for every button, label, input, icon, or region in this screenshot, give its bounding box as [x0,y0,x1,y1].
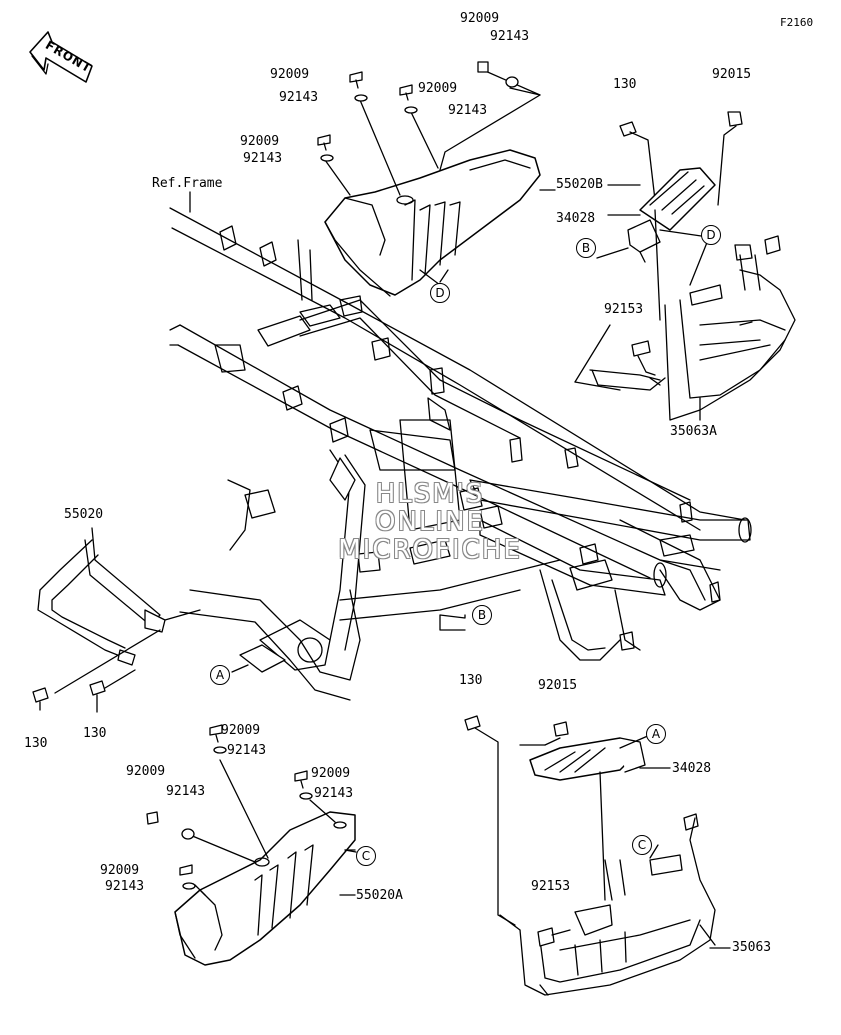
part-label-92143: 92143 [166,784,206,799]
part-label-35063: 35063 [732,940,772,955]
part-label-34028: 34028 [556,211,596,226]
part-label-55020B: 55020B [556,177,603,192]
part-label-92143: 92143 [105,879,145,894]
watermark: HLSM'S ONLINE MICROFICHE [315,480,545,564]
callout-b: B [576,238,596,258]
callout-d: D [701,225,721,245]
ref-frame-label: Ref.Frame [152,176,223,191]
callout-c: C [356,846,376,866]
footrest-assembly-upper [574,111,796,421]
hardware-top [317,61,519,162]
watermark-line-2: ONLINE [375,507,485,537]
part-label-130: 130 [613,77,637,92]
frame-bracket-a [239,644,286,673]
figure-code: F2160 [780,16,814,29]
part-label-92015: 92015 [538,678,578,693]
part-label-130: 130 [83,726,107,741]
part-label-92153: 92153 [531,879,571,894]
part-label-92009: 92009 [418,81,458,96]
part-label-130: 130 [24,736,48,751]
part-label-34028: 34028 [672,761,712,776]
part-label-92153: 92153 [604,302,644,317]
part-label-92143: 92143 [279,90,319,105]
skid-plate-55020B [324,149,541,297]
part-label-92143: 92143 [227,743,267,758]
part-label-55020: 55020 [64,507,104,522]
part-label-92009: 92009 [311,766,351,781]
part-label-55020A: 55020A [356,888,403,903]
callout-b: B [472,605,492,625]
part-label-35063A: 35063A [670,424,717,439]
callout-c: C [632,835,652,855]
part-label-92009: 92009 [270,67,310,82]
part-label-92015: 92015 [712,67,752,82]
callout-d: D [430,283,450,303]
part-label-92009: 92009 [100,863,140,878]
part-label-92009: 92009 [126,764,166,779]
part-label-92143: 92143 [314,786,354,801]
callout-a: A [210,665,230,685]
footrest-assembly-lower [464,715,716,996]
hardware-bottom [146,724,313,890]
leaders-55020A [189,759,357,896]
part-label-92143: 92143 [448,103,488,118]
watermark-line-1: HLSM'S [375,479,485,509]
part-label-130: 130 [459,673,483,688]
front-guard-55020 [32,527,201,713]
part-label-92009: 92009 [460,11,500,26]
main-frame [169,207,752,701]
label-leaders [344,184,731,949]
skid-plate-55020A [174,811,356,966]
part-label-92143: 92143 [490,29,530,44]
part-label-92009: 92009 [240,134,280,149]
part-label-92009: 92009 [221,723,261,738]
part-label-92143: 92143 [243,151,283,166]
watermark-line-3: MICROFICHE [338,535,522,565]
callout-a: A [646,724,666,744]
front-arrow-icon [29,31,93,83]
